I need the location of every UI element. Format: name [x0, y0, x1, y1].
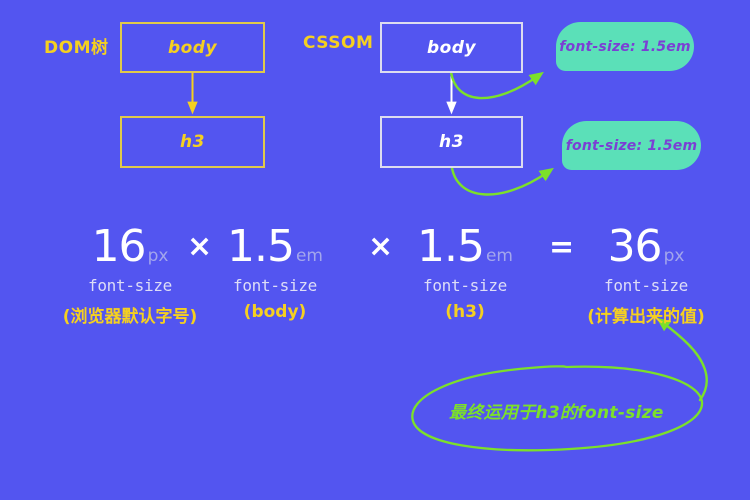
dom-node-h3-label: h3	[180, 132, 205, 152]
annotation-text: 最终运用于h3的font-size	[449, 403, 664, 423]
formula-term-4-value: 36	[607, 221, 663, 272]
formula-term-4: 36 px font-size (计算出来的值)	[556, 225, 736, 328]
rule-bubble-body[interactable]: font-size: 1.5em	[556, 22, 694, 71]
formula-term-2-value-line: 1.5 em	[185, 225, 365, 269]
formula-term-4-note: (计算出来的值)	[587, 307, 705, 327]
rule-arrow-h3	[450, 166, 554, 196]
formula-term-1-value-line: 16 px	[40, 225, 220, 269]
dom-node-body[interactable]: body	[120, 22, 265, 73]
dom-tree-label: DOM树	[44, 38, 109, 58]
formula-term-2-property: font-size	[233, 276, 317, 295]
formula-term-1-unit: px	[147, 246, 169, 266]
formula-term-1-value: 16	[91, 221, 147, 272]
cssom-label: CSSOM	[303, 33, 374, 53]
cssom-node-body[interactable]: body	[380, 22, 523, 73]
formula-term-4-property: font-size	[604, 276, 688, 295]
formula-term-2: 1.5 em font-size (body)	[185, 225, 365, 323]
formula-operator-2: ×	[368, 229, 394, 264]
formula-term-4-value-line: 36 px	[556, 225, 736, 269]
formula-term-3-unit: em	[485, 246, 513, 266]
cssom-node-h3[interactable]: h3	[380, 116, 523, 168]
formula-operator-3: =	[549, 230, 575, 265]
dom-node-body-label: body	[167, 37, 218, 58]
cssom-node-h3-label: h3	[439, 132, 464, 152]
formula-term-4-unit: px	[663, 246, 685, 266]
formula-term-3-value-line: 1.5 em	[375, 225, 555, 269]
formula-term-1-property: font-size	[88, 276, 172, 295]
formula-term-3-note: (h3)	[445, 302, 485, 322]
formula-term-1: 16 px font-size (浏览器默认字号)	[40, 225, 220, 328]
formula-term-3-property: font-size	[423, 276, 507, 295]
formula-term-3-value: 1.5	[416, 221, 485, 272]
formula-operator-1: ×	[187, 229, 213, 264]
annotation-arrow	[656, 317, 708, 402]
dom-node-h3[interactable]: h3	[120, 116, 265, 168]
formula-term-2-note: (body)	[243, 302, 307, 322]
formula-term-1-note: (浏览器默认字号)	[62, 307, 198, 327]
formula-term-2-value: 1.5	[226, 221, 295, 272]
rule-bubble-body-text: font-size: 1.5em	[559, 38, 691, 55]
rule-bubble-h3[interactable]: font-size: 1.5em	[562, 121, 701, 170]
cssom-node-body-label: body	[426, 37, 477, 58]
rule-bubble-h3-text: font-size: 1.5em	[565, 137, 698, 154]
formula-term-3: 1.5 em font-size (h3)	[375, 225, 555, 323]
rule-arrow-body	[449, 70, 544, 100]
formula-term-2-unit: em	[295, 246, 323, 266]
